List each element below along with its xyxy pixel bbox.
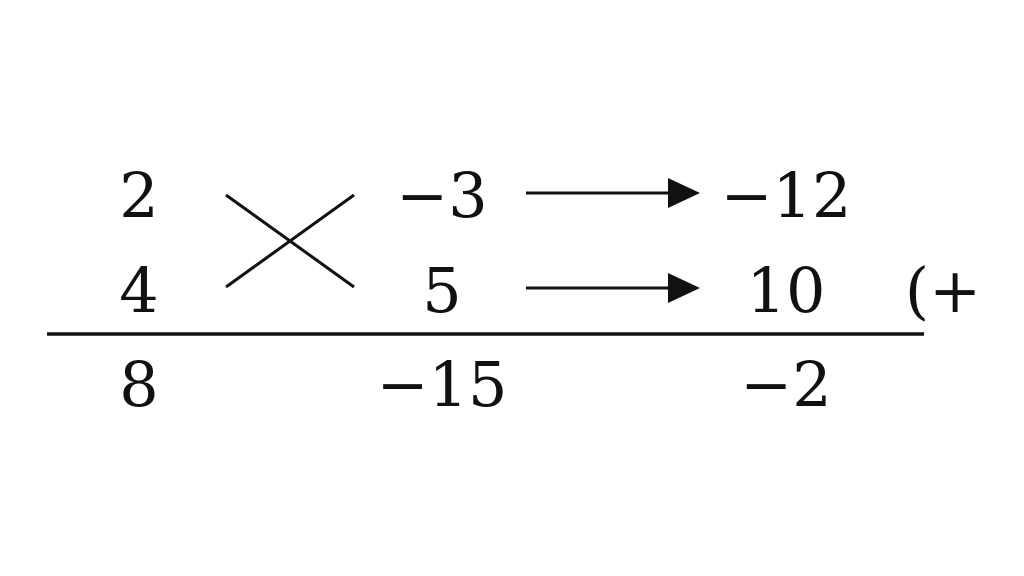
row2-middle-number: 5 (422, 254, 462, 327)
row2-result-number: 10 (746, 254, 826, 327)
total-result-number: −2 (740, 348, 832, 421)
total-middle-number: −15 (376, 348, 508, 421)
arrow-row2-head (668, 273, 700, 303)
row1-result-number: −12 (720, 159, 852, 232)
row1-middle-number: −3 (396, 159, 488, 232)
row2-operator: (+ (904, 254, 982, 327)
cross-line-up (225, 193, 355, 289)
total-left-number: 8 (119, 348, 159, 421)
arrow-row1-head (668, 178, 700, 208)
row1-left-number: 2 (119, 159, 159, 232)
row2-left-number: 4 (119, 254, 159, 327)
